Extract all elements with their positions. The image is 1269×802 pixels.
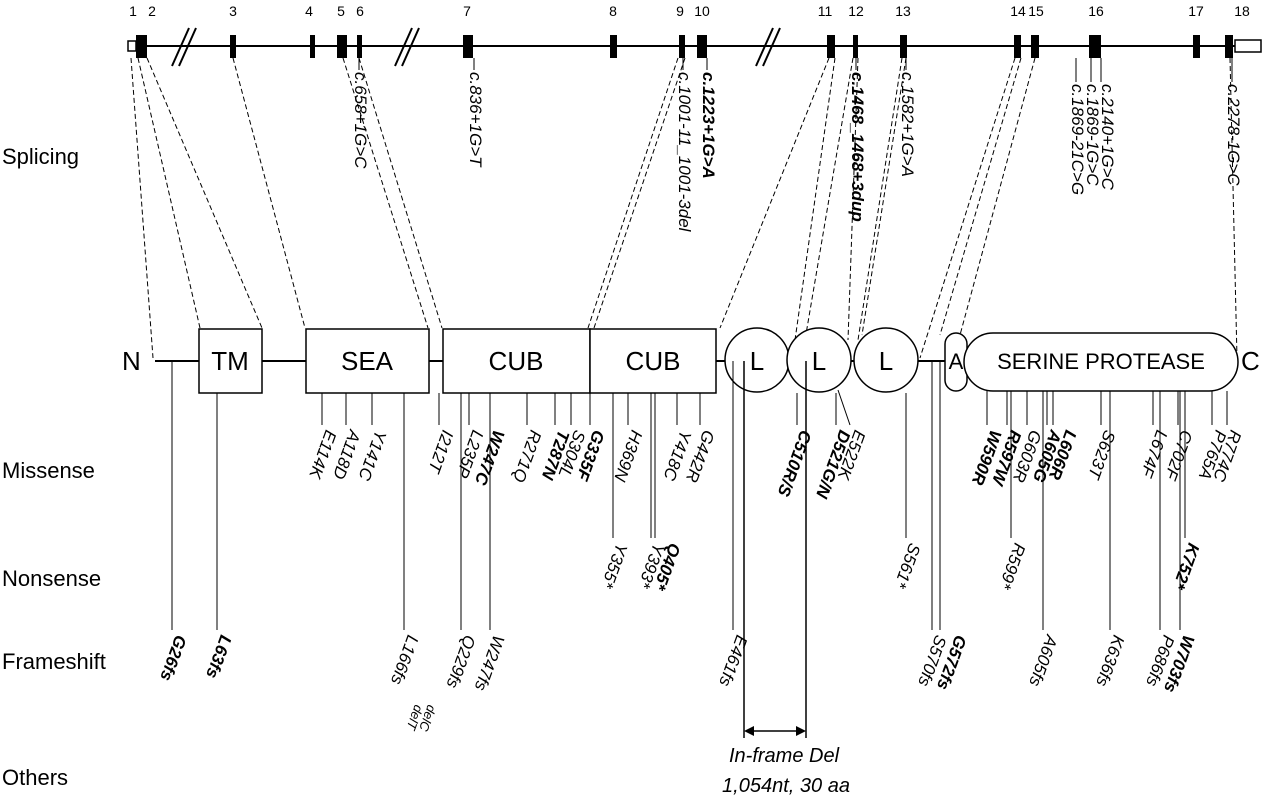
exon-block-15	[1031, 35, 1039, 58]
missense-label-c510rs: C510R/S	[773, 428, 815, 500]
exon-number-6: 6	[356, 3, 364, 19]
exon-number-17: 17	[1188, 3, 1204, 19]
exon-number-7: 7	[463, 3, 471, 19]
nonsense-label-s561: S561*	[890, 541, 924, 592]
domain-cub-1-label: CUB	[489, 346, 544, 376]
splice-label-c1468: c.1468_1468+3dup	[848, 72, 867, 222]
splice-label-c658: c.658+1G>C	[351, 72, 370, 169]
exon-block-5	[337, 35, 347, 58]
missense-label-s623t: S623T	[1084, 428, 1120, 483]
domain-ldl-1-label: L	[750, 346, 764, 376]
break-mark-3	[755, 27, 781, 67]
splicing-ticks	[358, 58, 1233, 82]
splice-label-c836: c.836+1G>T	[466, 72, 485, 168]
exon-number-9: 9	[676, 3, 684, 19]
row-label-splicing: Splicing	[2, 144, 79, 169]
exon-block-13	[900, 35, 907, 58]
n-terminus: N	[122, 346, 141, 376]
exon-number-12: 12	[848, 3, 864, 19]
frameshift-label-g26: G26fs	[156, 633, 190, 684]
exon-number-8: 8	[609, 3, 617, 19]
domain-a-label: A	[949, 349, 964, 374]
domain-ldl-3	[853, 327, 919, 393]
deletion-label-line-1: In-frame Del	[729, 745, 840, 767]
exon-number-5: 5	[337, 3, 345, 19]
deletion-arrow-right-head	[796, 726, 806, 736]
exon-block-6	[357, 35, 362, 58]
nonsense-label-k752: K752*	[1169, 541, 1203, 593]
missense-label-i212t: I212T	[424, 428, 457, 477]
exon-number-13: 13	[895, 3, 911, 19]
splice-label-c2140: c.2140+1G>C	[1098, 84, 1117, 191]
exon-number-4: 4	[305, 3, 313, 19]
exon-protein-mapping-lines	[130, 57, 1238, 359]
deletion-label-line-2: 1,054nt, 30 aa	[722, 775, 850, 797]
nonsense-label-r599: R599*	[995, 541, 1029, 593]
missense-label-h369n: H369N	[610, 428, 646, 485]
exon-block-11	[827, 35, 835, 58]
protein-structure: N C TM SEA CUB CUB L L L A SERINE PROTEA…	[122, 327, 1260, 394]
row-label-missense: Missense	[2, 458, 95, 483]
splice-label-c1001: c.1001-11_1001-3del	[675, 72, 694, 233]
row-label-others: Others	[2, 765, 68, 790]
nonsense-ticks	[612, 391, 1186, 538]
domain-ldl-3-label: L	[879, 346, 893, 376]
in-frame-deletion: In-frame Del 1,054nt, 30 aa	[722, 361, 850, 797]
exon-block-3	[230, 35, 236, 58]
splice-label-c2278: c.2278-1G>C	[1224, 84, 1243, 186]
missense-ticks	[321, 389, 1228, 426]
row-label-nonsense: Nonsense	[2, 566, 101, 591]
exon-number-1: 1	[129, 3, 137, 19]
nonsense-label-y355: Y355*	[597, 541, 631, 592]
exon-18-utr	[1234, 39, 1262, 53]
splice-label-c1582: c.1582+1G>A	[898, 72, 917, 177]
row-label-frameshift: Frameshift	[2, 649, 106, 674]
exon-number-14: 14	[1010, 3, 1026, 19]
exon-block-17	[1193, 35, 1200, 58]
domain-sea-label: SEA	[341, 346, 394, 376]
splice-label-c1869-1: c.1869-1G>C	[1083, 84, 1102, 186]
frameshift-label-a605: A605fs	[1025, 632, 1061, 690]
exon-number-2: 2	[148, 3, 156, 19]
c-terminus: C	[1241, 346, 1260, 376]
exon-block-9	[679, 35, 685, 58]
break-mark-1	[171, 27, 197, 67]
exon-block-16	[1089, 35, 1101, 58]
domain-serine-protease-label: SERINE PROTEASE	[997, 349, 1205, 374]
exon-block-8	[610, 35, 617, 58]
exon-block-14	[1014, 35, 1021, 58]
exon-block-7	[463, 35, 473, 58]
frameshift-label-l63: L63fs	[202, 633, 235, 681]
exon-1-utr	[127, 40, 137, 52]
exon-number-11: 11	[818, 3, 833, 19]
exon-block-1-2	[136, 35, 147, 58]
exon-number-10: 10	[694, 3, 710, 19]
domain-tm-label: TM	[211, 346, 249, 376]
frameshift-label-k636: K636fs	[1092, 633, 1128, 690]
splice-label-c1223: c.1223+1G>A	[699, 72, 718, 179]
gene-structure: 1 2 3 4 5 6 7 8 9 10 11 12 13 14 15 16 1…	[127, 3, 1262, 67]
exon-block-4	[310, 35, 315, 58]
splice-label-c1869-21: c.1869-21C>G	[1068, 84, 1087, 195]
exon-number-18: 18	[1234, 3, 1250, 19]
domain-tm	[198, 328, 263, 394]
break-mark-2	[394, 27, 420, 67]
frameshift-ticks	[171, 361, 1181, 630]
domain-ldl-2	[786, 327, 852, 393]
domain-cub-2-label: CUB	[626, 346, 681, 376]
domain-cub-2	[589, 328, 717, 394]
frameshift-label-l166: L166fs	[387, 633, 422, 688]
deletion-arrow-left-head	[744, 726, 754, 736]
exon-number-3: 3	[229, 3, 237, 19]
exon-block-10	[697, 35, 707, 58]
domain-sea	[305, 328, 430, 394]
exon-block-18	[1225, 35, 1233, 58]
frameshift-label-e461: E461fs	[715, 633, 751, 690]
exon-block-12	[853, 35, 858, 58]
exon-number-15: 15	[1028, 3, 1044, 19]
domain-ldl-2-label: L	[812, 346, 826, 376]
exon-number-16: 16	[1088, 3, 1104, 19]
